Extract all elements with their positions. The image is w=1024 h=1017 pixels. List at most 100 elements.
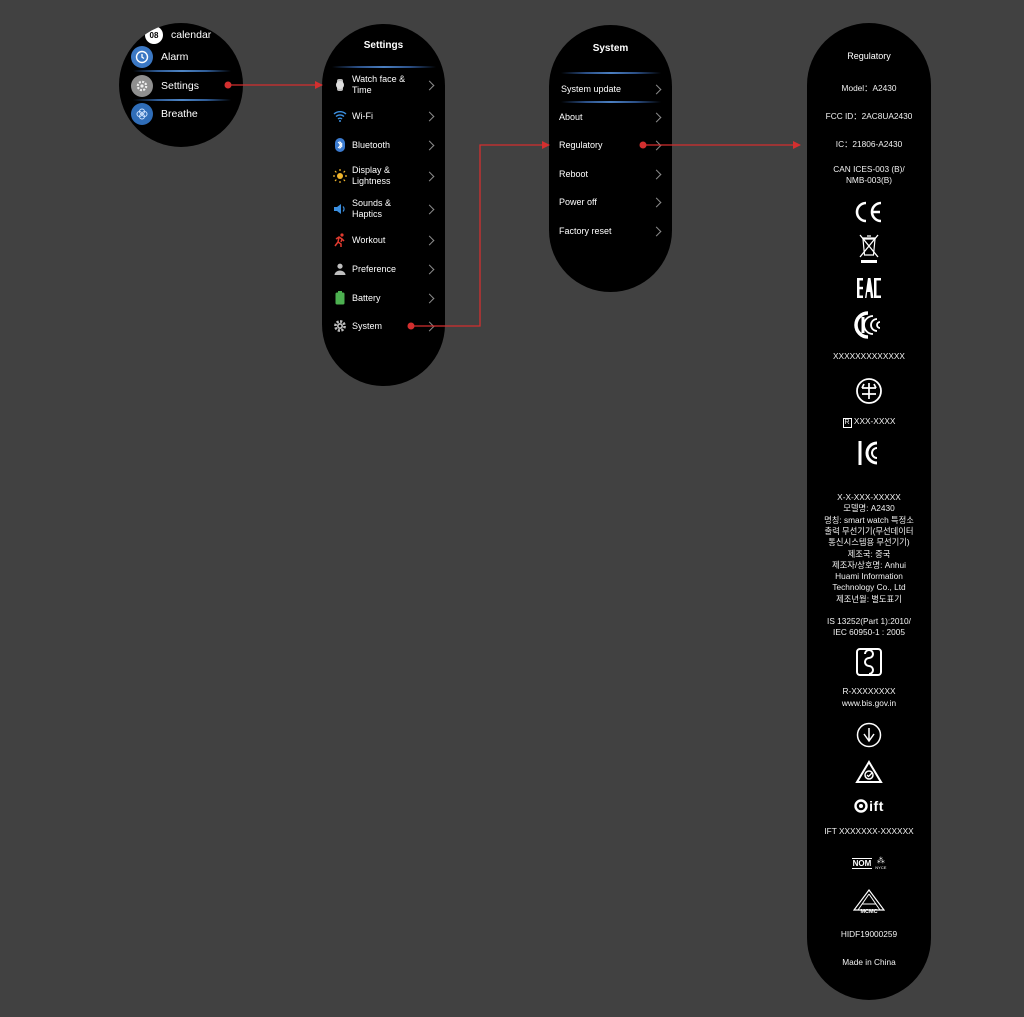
telec-number-row: R XXX-XXXX [807,416,931,428]
app-label: Alarm [161,51,189,63]
ic-text: IC：21806-A2430 [835,139,903,149]
system-item-label: About [559,111,583,122]
selection-highlight [133,99,231,101]
settings-item-battery[interactable]: Battery [322,286,445,310]
system-item-label: Factory reset [559,225,612,236]
anatel-mark-icon [807,722,931,748]
ift-swirl-icon [854,799,868,813]
scroll-indicator [332,66,436,68]
system-item-factory-reset[interactable]: Factory reset [549,219,672,243]
settings-item-wifi[interactable]: Wi-Fi [322,104,445,128]
rcm-nz-mark-icon [807,311,931,339]
nom-nyce-logo: NOM ⁂ NYCE [807,857,931,870]
bluetooth-icon [332,137,348,153]
telec-mark-icon [807,377,931,405]
system-item-about[interactable]: About [549,105,672,129]
arrow-origin-dot [407,322,415,330]
nyce-logo-text: NYCE [875,865,887,870]
app-calendar[interactable]: 08 calendar [131,23,211,48]
ift-logo-text: ift [869,798,884,814]
settings-item-system[interactable]: System [322,314,445,338]
app-label: Breathe [161,108,198,120]
ift-logo: ift [807,798,931,814]
kc-info-line: 통신시스템용 무선기기) [828,537,910,548]
telec-number-text: XXX-XXXX [853,416,896,426]
app-label: calendar [171,29,212,41]
ce-mark-icon [807,201,931,223]
settings-item-label: Battery [352,292,381,303]
bis-mark-icon [807,648,931,676]
app-settings[interactable]: Settings [131,73,199,99]
eac-mark-icon [807,277,931,299]
fcc-id-text: FCC ID：2AC8UA2430 [825,111,913,121]
watch-face-icon [332,77,348,93]
mcmc-logo-text: MCMC [860,909,878,915]
system-item-update[interactable]: System update [549,77,672,101]
settings-item-label: Sounds & Haptics [352,198,392,219]
system-item-label: System update [561,83,622,94]
settings-item-sounds[interactable]: Sounds & Haptics [322,197,445,221]
arrow-system-to-system-screen [411,141,550,327]
app-list-screen: 08 calendar Alarm Settings Breathe [119,23,243,147]
brightness-icon [332,168,348,184]
ift-number-text: IFT XXXXXXX-XXXXXX [824,826,914,836]
alarm-icon [131,46,153,68]
page-title: Settings [363,40,404,51]
scroll-indicator [561,72,661,74]
system-item-power-off[interactable]: Power off [549,190,672,214]
kc-info-line: 제조자/상호명: Anhui [832,559,906,570]
hidf-text: HIDF19000259 [840,929,898,939]
settings-item-label: Watch face & Time [352,74,406,95]
mcmc-triangle-icon [853,889,885,911]
settings-item-preference[interactable]: Preference [322,257,445,281]
settings-item-bluetooth[interactable]: Bluetooth [322,133,445,157]
person-icon [332,261,348,277]
app-breathe[interactable]: Breathe [131,101,198,127]
arrow-origin-dot [224,81,232,89]
nom-logo-text: NOM [851,858,873,869]
settings-item-workout[interactable]: Workout [322,228,445,252]
kc-info-line: Technology Co., Ltd [832,582,906,593]
model-text: Model：A2430 [841,83,897,93]
speaker-icon [332,201,348,217]
kc-mark-icon [807,439,931,467]
settings-item-label: Bluetooth [352,139,391,150]
kc-info-line: Huami Information [835,571,903,582]
made-in-text: Made in China [842,957,896,967]
system-item-regulatory[interactable]: Regulatory [549,133,672,157]
nyce-mark: ⁂ NYCE [875,856,887,871]
kc-info-line: 제조국: 중국 [847,548,891,559]
gear-icon [332,318,348,334]
settings-item-label: Wi-Fi [352,110,373,121]
system-item-reboot[interactable]: Reboot [549,162,672,186]
is-standard-line1: IS 13252(Part 1):2010/ [827,616,911,626]
calendar-icon: 08 [145,26,163,44]
arrow-origin-dot [639,141,647,149]
battery-icon [332,290,348,306]
mcmc-logo: MCMC [807,889,931,915]
running-icon [332,232,348,248]
bis-number-text: R-XXXXXXXX [842,686,896,696]
breathe-icon [131,103,153,125]
rcm-triangle-icon [807,760,931,784]
can-ices-line1: CAN ICES-003 (B)/ [833,164,905,174]
kc-info-line: 모델명: A2430 [843,503,895,514]
kc-info-line: 명칭: smart watch 특정소 [824,514,914,525]
settings-item-watch-face[interactable]: Watch face & Time [322,73,445,97]
settings-item-label: Preference [352,263,397,274]
gear-icon [131,75,153,97]
bis-url-text: www.bis.gov.in [841,698,897,708]
settings-item-label: System [352,320,383,331]
system-item-label: Reboot [559,168,589,179]
settings-item-display[interactable]: Display & Lightness [322,164,445,188]
regulatory-screen[interactable]: Regulatory Model：A2430 FCC ID：2AC8UA2430… [807,23,931,1000]
system-screen: System System update About Regulatory Re… [549,25,672,292]
weee-bin-icon [807,233,931,265]
app-alarm[interactable]: Alarm [131,44,188,70]
is-standard-line2: IEC 60950-1 : 2005 [833,627,905,637]
nyce-figure-icon: ⁂ [876,856,885,865]
system-item-label: Regulatory [559,139,603,150]
page-title: System [592,43,629,54]
nz-number-text: XXXXXXXXXXXXX [833,351,905,361]
